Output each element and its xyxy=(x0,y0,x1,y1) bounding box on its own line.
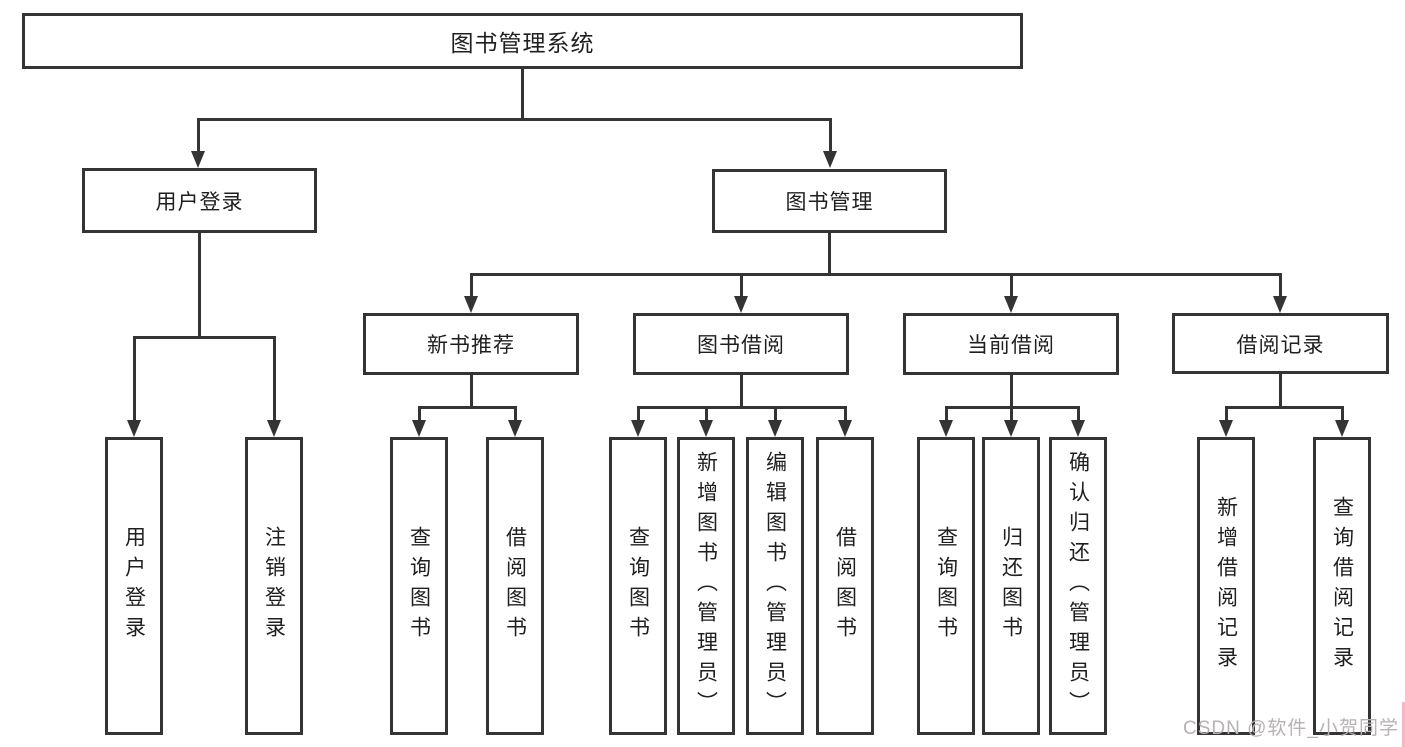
drop-line xyxy=(829,118,832,151)
user-login-rail-line xyxy=(133,336,276,339)
rail-line xyxy=(1225,406,1344,409)
arrow-down-icon xyxy=(412,420,426,437)
arrow-down-icon xyxy=(823,151,837,168)
arrow-down-icon xyxy=(768,420,782,437)
drop-line xyxy=(470,273,473,296)
node-logout-label: 注销登录 xyxy=(262,526,286,646)
node-query-books-borrowing: 查询图书 xyxy=(609,437,667,735)
node-current-borrowing-label: 当前借阅 xyxy=(967,334,1055,357)
node-borrowing-records: 借阅记录 xyxy=(1172,313,1389,374)
node-query-borrow-record: 查询借阅记录 xyxy=(1313,437,1371,735)
arrow-down-icon xyxy=(699,420,713,437)
drop-line xyxy=(197,118,200,151)
node-logout: 注销登录 xyxy=(245,437,303,735)
stem-line xyxy=(740,375,743,406)
node-user-login-label: 用户登录 xyxy=(155,190,244,214)
arrow-down-icon xyxy=(631,420,645,437)
arrow-down-icon xyxy=(127,420,141,437)
rail-line xyxy=(418,406,517,409)
node-query-books-recommend: 查询图书 xyxy=(390,437,448,735)
node-add-book-admin: 新增图书（管理员） xyxy=(677,437,735,735)
arrow-down-icon xyxy=(1071,420,1085,437)
node-root: 图书管理系统 xyxy=(22,13,1023,69)
drop-line xyxy=(945,406,948,420)
node-query-books-borrowing-label: 查询图书 xyxy=(626,526,650,646)
node-user-login-action-label: 用户登录 xyxy=(122,526,146,646)
node-edit-book-admin: 编辑图书（管理员） xyxy=(746,437,804,735)
node-book-borrowing: 图书借阅 xyxy=(633,313,849,375)
node-borrow-books-borrowing: 借阅图书 xyxy=(816,437,874,735)
node-book-borrowing-label: 图书借阅 xyxy=(697,334,785,357)
node-query-borrow-record-label: 查询借阅记录 xyxy=(1330,496,1354,676)
node-user-login: 用户登录 xyxy=(82,168,317,233)
rail-line xyxy=(637,406,847,409)
node-book-management-label: 图书管理 xyxy=(785,191,874,214)
arrow-down-icon xyxy=(1004,420,1018,437)
arrow-down-icon xyxy=(1004,296,1018,313)
node-return-book-label: 归还图书 xyxy=(999,526,1023,646)
node-current-borrowing: 当前借阅 xyxy=(903,313,1119,375)
node-root-label: 图书管理系统 xyxy=(450,30,595,56)
arrow-down-icon xyxy=(1273,296,1287,313)
stem-line xyxy=(470,375,473,406)
node-borrowing-records-label: 借阅记录 xyxy=(1236,333,1325,357)
node-new-book-recommend: 新书推荐 xyxy=(363,313,579,375)
stem-line xyxy=(1010,375,1013,406)
node-borrow-books-recommend-label: 借阅图书 xyxy=(503,526,527,646)
drop-line xyxy=(514,406,517,420)
drop-line xyxy=(844,406,847,420)
drop-line xyxy=(705,406,708,420)
drop-line xyxy=(133,336,136,420)
csdn-watermark: CSDN @软件_小贺同学 xyxy=(1183,718,1399,739)
drop-line xyxy=(1010,406,1013,420)
drop-line xyxy=(273,336,276,420)
arrow-down-icon xyxy=(1219,420,1233,437)
level3-rail-line xyxy=(470,273,1282,276)
arrow-down-icon xyxy=(267,420,281,437)
node-book-management: 图书管理 xyxy=(712,169,947,233)
node-query-books-current: 查询图书 xyxy=(917,437,975,735)
node-query-books-current-label: 查询图书 xyxy=(934,526,958,646)
drop-line xyxy=(418,406,421,420)
drop-line xyxy=(1279,273,1282,296)
drop-line xyxy=(1077,406,1080,420)
node-confirm-return-admin-label: 确认归还（管理员） xyxy=(1066,451,1090,721)
arrow-down-icon xyxy=(508,420,522,437)
node-edit-book-admin-label: 编辑图书（管理员） xyxy=(763,451,787,721)
node-add-book-admin-label: 新增图书（管理员） xyxy=(694,451,718,721)
arrow-down-icon xyxy=(464,296,478,313)
node-new-book-recommend-label: 新书推荐 xyxy=(427,334,515,357)
node-borrow-books-recommend: 借阅图书 xyxy=(486,437,544,735)
drop-line xyxy=(740,273,743,296)
root-stem-line xyxy=(521,69,524,118)
node-user-login-action: 用户登录 xyxy=(105,437,163,735)
node-borrow-books-borrowing-label: 借阅图书 xyxy=(833,526,857,646)
user-login-stem-line xyxy=(198,233,201,336)
drop-line xyxy=(637,406,640,420)
pink-edge-strip xyxy=(1402,702,1405,747)
node-confirm-return-admin: 确认归还（管理员） xyxy=(1049,437,1107,735)
arrow-down-icon xyxy=(191,151,205,168)
drop-line xyxy=(774,406,777,420)
arrow-down-icon xyxy=(838,420,852,437)
drop-line xyxy=(1341,406,1344,420)
arrow-down-icon xyxy=(939,420,953,437)
node-add-borrow-record: 新增借阅记录 xyxy=(1197,437,1255,735)
drop-line xyxy=(1225,406,1228,420)
node-add-borrow-record-label: 新增借阅记录 xyxy=(1214,496,1238,676)
node-query-books-recommend-label: 查询图书 xyxy=(407,526,431,646)
arrow-down-icon xyxy=(734,296,748,313)
arrow-down-icon xyxy=(1335,420,1349,437)
level2-rail-line xyxy=(197,118,832,121)
book-management-stem-line xyxy=(828,233,831,273)
stem-line xyxy=(1279,374,1282,406)
drop-line xyxy=(1010,273,1013,296)
node-return-book: 归还图书 xyxy=(982,437,1040,735)
